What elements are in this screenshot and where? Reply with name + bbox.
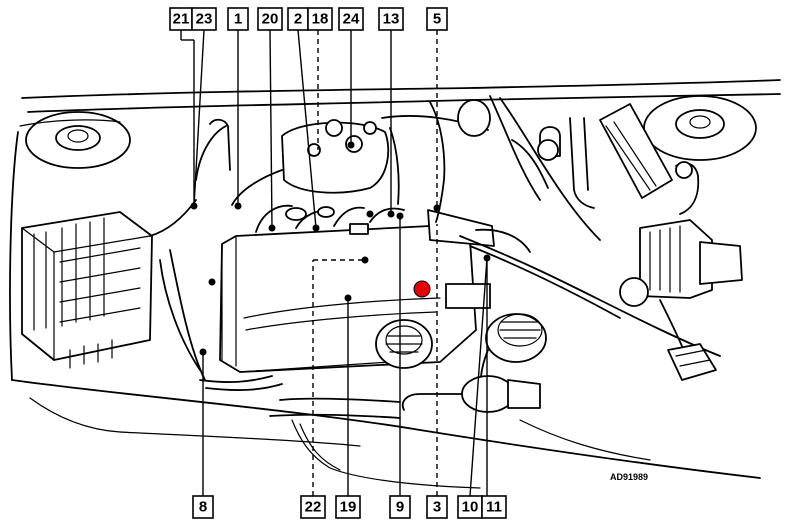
callout-23: 23 [191,7,217,31]
callout-8: 8 [192,495,214,519]
callout-21: 21 [169,7,193,31]
callout-24: 24 [338,7,364,31]
callout-22-label: 22 [305,499,322,516]
callout-13-label: 13 [383,11,400,28]
callout-2-label: 2 [294,11,302,28]
callout-9-label: 9 [396,499,404,516]
callout-24-label: 24 [343,11,360,28]
callout-21-label: 21 [173,11,190,28]
callout-18: 18 [307,7,333,31]
callout-3: 3 [426,495,448,519]
callout-18-label: 18 [312,11,329,28]
callout-5: 5 [426,7,448,31]
callout-3-label: 3 [433,499,441,516]
callout-20-label: 20 [262,11,279,28]
bottom-callout-row: 8 22 19 9 3 10 11 [192,495,507,519]
callout-1-label: 1 [234,11,242,28]
callout-20: 20 [257,7,283,31]
callout-5-label: 5 [433,11,441,28]
callout-1: 1 [227,7,249,31]
reference-code: AD91989 [610,472,648,482]
callout-19: 19 [335,495,361,519]
top-callout-row: 21 23 1 20 2 18 24 13 [169,7,448,31]
leader-lines [180,29,491,497]
callout-11: 11 [481,495,507,519]
callout-9: 9 [389,495,411,519]
callout-11-label: 11 [486,499,502,516]
callout-2: 2 [287,7,309,31]
callout-8-label: 8 [199,499,207,516]
location-marker [413,280,431,298]
callout-22: 22 [300,495,326,519]
callout-10: 10 [457,495,483,519]
callout-10-label: 10 [462,499,479,516]
callout-23-label: 23 [196,11,213,28]
callout-13: 13 [378,7,404,31]
callout-19-label: 19 [340,499,357,516]
engine-bay-artwork [9,79,781,489]
